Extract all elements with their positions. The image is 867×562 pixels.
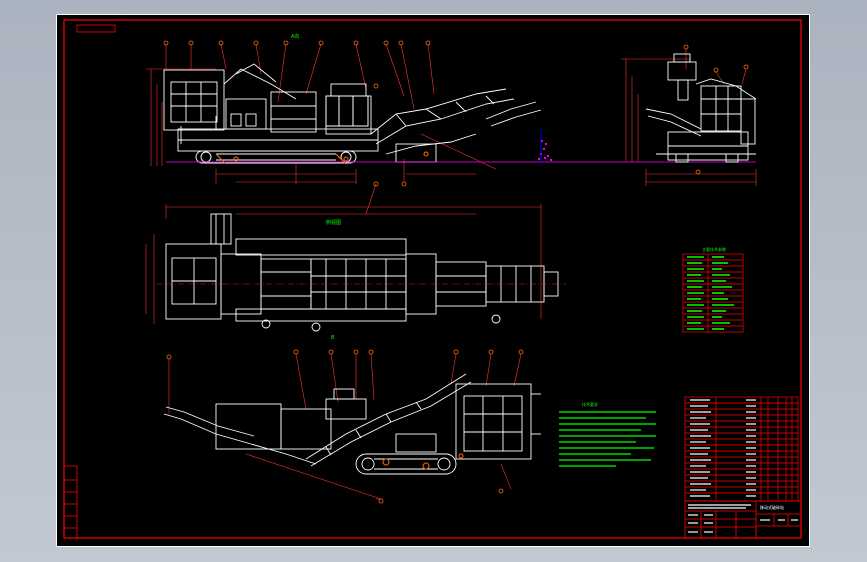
parts-list-entries [690, 399, 756, 497]
front-view-material-pile [166, 139, 756, 163]
revision-column [63, 465, 78, 539]
technical-notes-title: 技术要求 [582, 401, 598, 407]
side-view-machine [645, 53, 757, 163]
front-view-balloons [163, 40, 431, 187]
title-block-grid [684, 500, 802, 539]
top-view-machine [165, 213, 559, 332]
spec-table-grid [682, 253, 744, 333]
top-view-balloon [373, 181, 379, 187]
top-view-label: 俯视图 [326, 219, 341, 226]
front-view: A向 [146, 33, 756, 187]
top-view-dimensions [145, 183, 542, 324]
spec-table-entries [687, 256, 734, 330]
front-view-dimensions [146, 43, 497, 184]
bottom-view-machine [163, 373, 541, 475]
sheet-outer-border [56, 14, 810, 547]
cad-drawing: A向 [56, 14, 810, 547]
spec-table-title: 主要技术参数 [702, 246, 726, 252]
parts-list [684, 396, 799, 502]
drawing-frame [63, 19, 802, 539]
bottom-view-label: B [331, 335, 335, 341]
front-view-label: A向 [291, 33, 299, 40]
side-view-balloons [683, 44, 749, 175]
title-block-entries [688, 504, 798, 533]
bottom-view-highlights [382, 453, 464, 470]
title-block-name: 移动式破碎站 [760, 504, 784, 510]
technical-notes: 技术要求 [559, 401, 656, 467]
front-view-machine [163, 63, 542, 164]
parts-list-grid [684, 396, 799, 502]
side-view-dimensions [621, 49, 757, 186]
spec-table: 主要技术参数 [682, 246, 744, 333]
drawing-sheet: A向 [56, 14, 810, 547]
top-view: 俯视图 [145, 181, 566, 332]
technical-notes-lines [559, 411, 656, 467]
side-view [621, 44, 757, 186]
drawing-number-box [76, 24, 116, 33]
front-view-cabin [325, 95, 369, 127]
title-block: 移动式破碎站 [684, 500, 802, 539]
bottom-view-balloons [166, 349, 524, 504]
bottom-view: B [163, 335, 541, 504]
bottom-view-dimensions [168, 353, 522, 500]
